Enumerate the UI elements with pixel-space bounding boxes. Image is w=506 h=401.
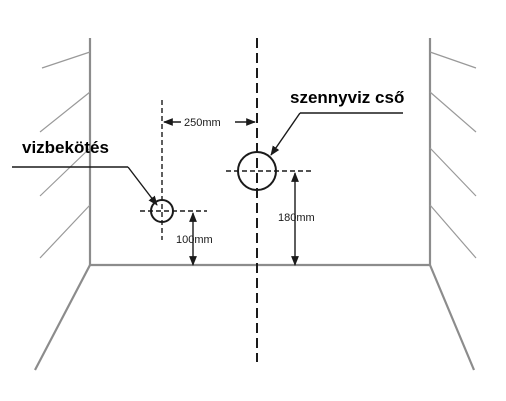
water-inlet-height-dimension: 100mm: [176, 212, 213, 266]
floor-left-edge: [34, 264, 91, 371]
drain-pipe-symbol: [226, 151, 314, 191]
drain-height-dimension: 180mm: [278, 172, 315, 266]
water-inlet-symbol: [140, 199, 207, 223]
floor-right-edge: [428, 264, 476, 371]
drain-pipe-leader: [270, 112, 403, 156]
horizontal-dimension: 250mm: [163, 117, 256, 129]
right-wall-hatching: [429, 51, 477, 259]
room-outline: [34, 38, 476, 371]
drain-pipe-label: szennyviz cső: [290, 88, 404, 107]
dimension-180mm: 180mm: [278, 212, 315, 224]
water-inlet-label: vizbekötés: [22, 138, 109, 157]
dimension-250mm: 250mm: [184, 117, 221, 129]
water-inlet-leader: [12, 166, 158, 206]
left-wall-hatching: [39, 51, 91, 259]
dimension-100mm: 100mm: [176, 234, 213, 246]
